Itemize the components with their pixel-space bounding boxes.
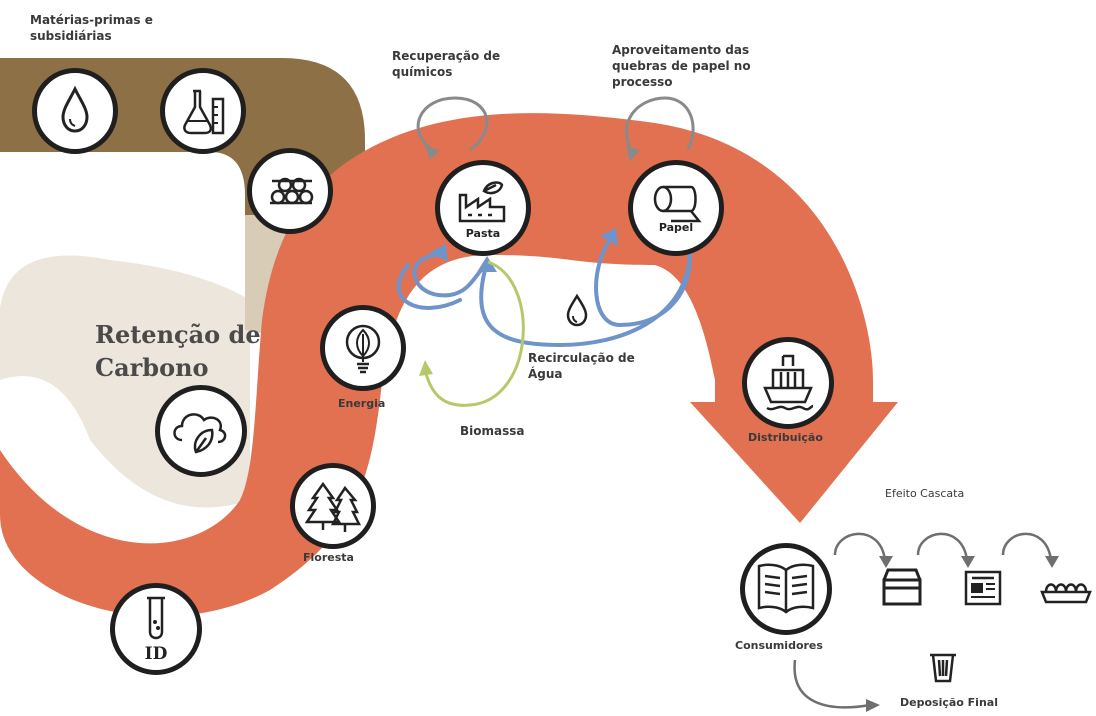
pulp-node: Pasta — [435, 160, 531, 256]
paper-roll-icon — [653, 185, 702, 223]
box-icon — [878, 566, 926, 612]
cascade-arrowheads — [866, 556, 1059, 712]
research-node: ID — [110, 583, 202, 675]
flask-icon — [183, 89, 225, 135]
test-tube-icon — [147, 596, 165, 640]
water-recirculation-label: Recirculação de Água — [528, 351, 635, 381]
carbon-node — [155, 385, 247, 477]
logs-icon — [270, 177, 314, 205]
lab-node — [160, 68, 246, 154]
distribution-label: Distribuição — [748, 431, 823, 444]
book-icon — [757, 563, 815, 614]
trash-bin-icon — [926, 647, 960, 691]
water-node — [32, 68, 118, 154]
logs-node — [247, 148, 333, 234]
consumers-node — [740, 543, 832, 635]
pulp-label: Pasta — [465, 227, 501, 240]
forest-node — [290, 463, 376, 549]
factory-icon — [458, 181, 506, 223]
chemical-recovery-arrow — [416, 96, 489, 152]
consumers-label: Consumidores — [735, 639, 823, 652]
raw-materials-label: Matérias-primas e subsidiárias — [30, 13, 153, 43]
distribution-node — [742, 337, 834, 429]
chemical-recovery-label: Recuperação de químicos — [392, 49, 501, 79]
chemical-recovery-arrowhead — [425, 146, 440, 160]
biomass-arrowhead — [419, 360, 433, 376]
water-recirculation-arrows — [396, 238, 692, 348]
leaf-bulb-icon — [345, 324, 381, 374]
final-disposal-label: Deposição Final — [900, 696, 998, 709]
biomass-arrow — [423, 260, 525, 407]
water-drop-icon — [61, 85, 89, 133]
research-id-label: ID — [144, 644, 168, 664]
biomass-label: Biomassa — [460, 424, 525, 438]
energy-node — [320, 305, 406, 391]
carbon-retention-title: Retenção de Carbono — [95, 320, 261, 382]
paper-node: Papel — [628, 160, 724, 256]
paper-breaks-arrowhead — [626, 146, 640, 162]
pine-trees-icon — [304, 481, 362, 532]
newspaper-icon — [960, 566, 1006, 612]
water-recirculation-drop-icon — [562, 292, 592, 332]
paper-breaks-arrow — [625, 96, 695, 153]
water-arrowheads — [430, 228, 618, 272]
forest-label: Floresta — [303, 551, 354, 564]
cascade-effect-label: Efeito Cascata — [885, 487, 965, 500]
paper-breaks-label: Aproveitamento das quebras de papel no p… — [612, 43, 751, 89]
egg-carton-icon — [1038, 576, 1094, 610]
ship-icon — [763, 354, 814, 411]
energy-label: Energia — [338, 397, 386, 410]
cascade-arrows — [793, 532, 1053, 709]
paper-label: Papel — [658, 221, 694, 234]
cloud-leaf-icon — [173, 413, 227, 454]
